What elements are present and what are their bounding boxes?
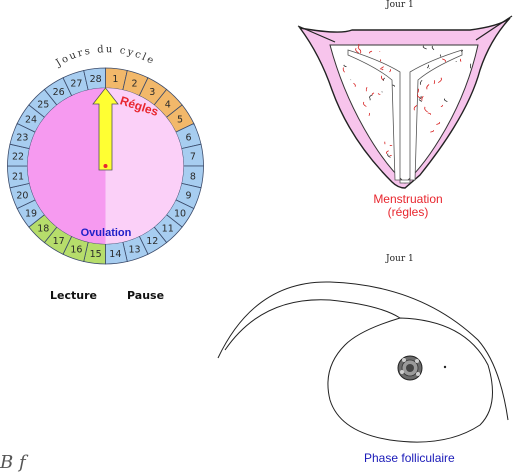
day-number: 10 xyxy=(174,208,186,219)
follicle xyxy=(398,356,422,380)
ovary-caption: Phase folliculaire xyxy=(364,451,455,465)
day-number: 23 xyxy=(16,132,28,143)
day-number: 27 xyxy=(70,78,82,89)
uterus-caption: Menstruation (régles) xyxy=(360,193,456,219)
ovulation-label: Ovulation xyxy=(81,227,132,239)
day-number: 18 xyxy=(37,224,49,235)
day-number: 6 xyxy=(186,132,192,143)
uterus-caption-line2: (régles) xyxy=(360,206,456,219)
day-number: 1 xyxy=(112,74,118,85)
ovary-dot xyxy=(444,366,446,368)
day-number: 28 xyxy=(90,74,102,85)
pause-button[interactable]: Pause xyxy=(127,289,164,302)
ovary-panel-title: Jour 1 xyxy=(386,254,414,264)
day-number: 19 xyxy=(25,208,37,219)
day-number: 16 xyxy=(70,245,82,256)
day-number: 11 xyxy=(162,224,174,235)
day-number: 20 xyxy=(16,191,28,202)
day-number: 22 xyxy=(12,152,24,163)
pointer-pivot xyxy=(104,164,108,168)
day-number: 24 xyxy=(25,115,37,126)
day-number: 25 xyxy=(37,99,49,110)
day-number: 3 xyxy=(149,87,155,98)
day-number: 12 xyxy=(146,236,158,247)
day-number: 26 xyxy=(53,87,65,98)
day-number: 4 xyxy=(165,99,171,110)
ovary-illustration xyxy=(218,282,508,442)
day-number: 5 xyxy=(177,115,183,126)
day-number: 8 xyxy=(190,171,196,182)
day-number: 13 xyxy=(129,245,141,256)
day-number: 21 xyxy=(12,171,24,182)
uterus-panel-title: Jour 1 xyxy=(386,0,414,10)
day-number: 15 xyxy=(90,249,102,260)
day-number: 17 xyxy=(53,236,65,247)
day-number: 9 xyxy=(186,191,192,202)
day-number: 14 xyxy=(109,249,121,260)
cycle-title: Jours du cycle xyxy=(53,44,157,69)
day-number: 7 xyxy=(190,152,196,163)
day-number: 2 xyxy=(132,78,138,89)
play-button[interactable]: Lecture xyxy=(50,289,97,302)
uterus-illustration xyxy=(298,16,512,188)
